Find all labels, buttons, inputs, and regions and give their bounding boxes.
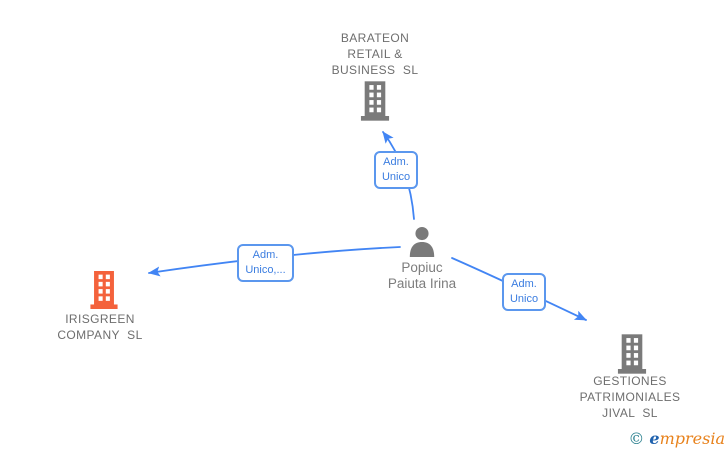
company-node-gestiones[interactable] (617, 334, 647, 374)
building-icon (360, 81, 390, 121)
copyright-icon: © (628, 429, 650, 448)
company-label-gestiones: GESTIONES PATRIMONIALES JIVAL SL (579, 374, 681, 420)
empresia-logo[interactable]: © empresia (628, 429, 725, 448)
company-label-irisgreen: IRISGREEN COMPANY SL (57, 312, 143, 342)
building-icon (90, 271, 118, 309)
company-node-barateon[interactable] (360, 81, 390, 121)
company-label-barateon: BARATEON RETAIL & BUSINESS SL (331, 31, 419, 77)
relation-label-adm-unico-top[interactable]: Adm. Unico (374, 151, 418, 189)
brand-text: mpresia (659, 429, 725, 448)
brand-letter: e (649, 429, 660, 448)
person-icon (409, 226, 435, 257)
relation-label-adm-unico-left[interactable]: Adm. Unico,... (237, 244, 294, 282)
building-icon (617, 334, 647, 374)
company-node-irisgreen[interactable] (86, 271, 122, 309)
person-node[interactable] (407, 226, 437, 257)
person-name: Popiuc Paiuta Irina (387, 260, 457, 291)
relation-label-adm-unico-right[interactable]: Adm. Unico (502, 273, 546, 311)
